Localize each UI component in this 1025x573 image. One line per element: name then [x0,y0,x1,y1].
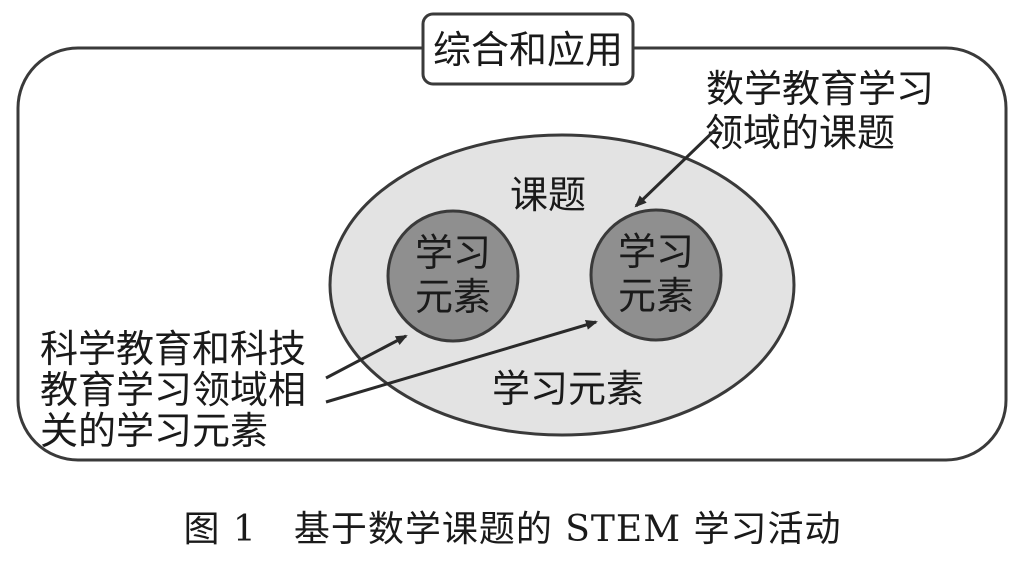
annotation-top-line2: 领域的课题 [705,111,895,155]
outer-box-title-tab [421,12,635,86]
learning-element-circle-right [589,208,723,342]
arrow-to-right-circle-from-left [325,320,598,404]
annotation-left-line1: 科学教育和科技 [40,327,306,371]
topic-label: 课题 [510,173,586,217]
outer-box-title: 综合和应用 [433,28,623,72]
arrow-to-right-circle-from-top [634,126,719,208]
annotation-top-line1: 数学教育学习 [706,67,934,111]
topic-bottom-label: 学习元素 [492,367,644,411]
right-circle-line1: 学习 [618,230,694,274]
arrow-to-left-circle [325,334,408,380]
annotation-left-line2: 教育学习领域相 [40,368,306,412]
annotation-left-line3: 关的学习元素 [40,409,268,453]
figure-caption: 图 1 基于数学课题的 STEM 学习活动 [183,509,842,550]
learning-element-circle-left [386,209,520,343]
stem-diagram: 综合和应用 课题 学习元素 学习 元素 学习 元素 数学教育学习 领域的课题 科… [16,12,1008,462]
left-circle-line2: 元素 [415,275,491,319]
left-circle-line1: 学习 [415,231,491,275]
right-circle-line2: 元素 [618,274,694,318]
